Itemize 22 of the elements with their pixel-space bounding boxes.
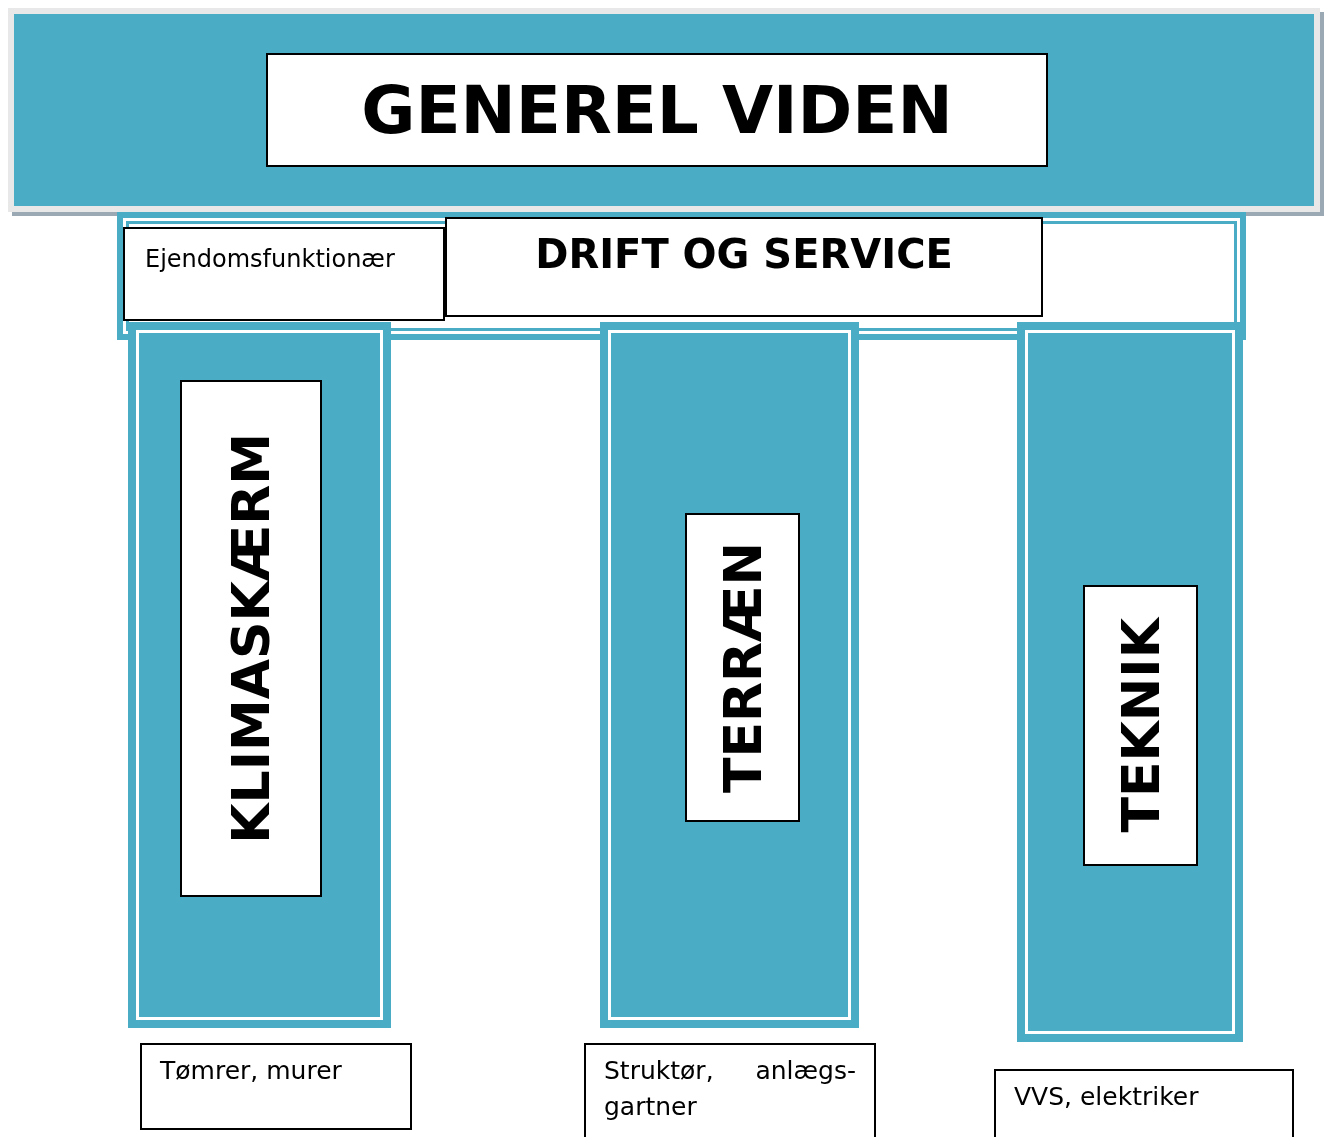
- heading-box: [445, 217, 1043, 317]
- trade-text: Struktør, anlægs- gartner: [603, 1055, 857, 1123]
- trade-text: VVS, elektriker: [1013, 1081, 1200, 1113]
- role-text: Ejendomsfunktionær: [145, 245, 395, 273]
- pillar-label: KLIMASKÆRM: [221, 433, 281, 844]
- pillar-label: TEKNIK: [1110, 618, 1171, 833]
- trade-text: Tømrer, murer: [159, 1055, 343, 1087]
- title-text: GENEREL VIDEN: [361, 71, 953, 149]
- beam-band: [117, 212, 1246, 340]
- label-box: [685, 513, 800, 822]
- label-box: [180, 380, 322, 897]
- pillar-label: TERRÆN: [712, 542, 773, 793]
- trade-box: [140, 1043, 412, 1130]
- heading-text: DRIFT OG SERVICE: [535, 231, 953, 277]
- title-box: [266, 53, 1048, 167]
- pillar: [1017, 322, 1243, 1042]
- trade-box: [994, 1069, 1294, 1137]
- pillar: [600, 322, 859, 1028]
- pillar: [128, 322, 391, 1028]
- role-box: [123, 227, 445, 321]
- trade-box: [584, 1043, 876, 1137]
- label-box: [1083, 585, 1198, 866]
